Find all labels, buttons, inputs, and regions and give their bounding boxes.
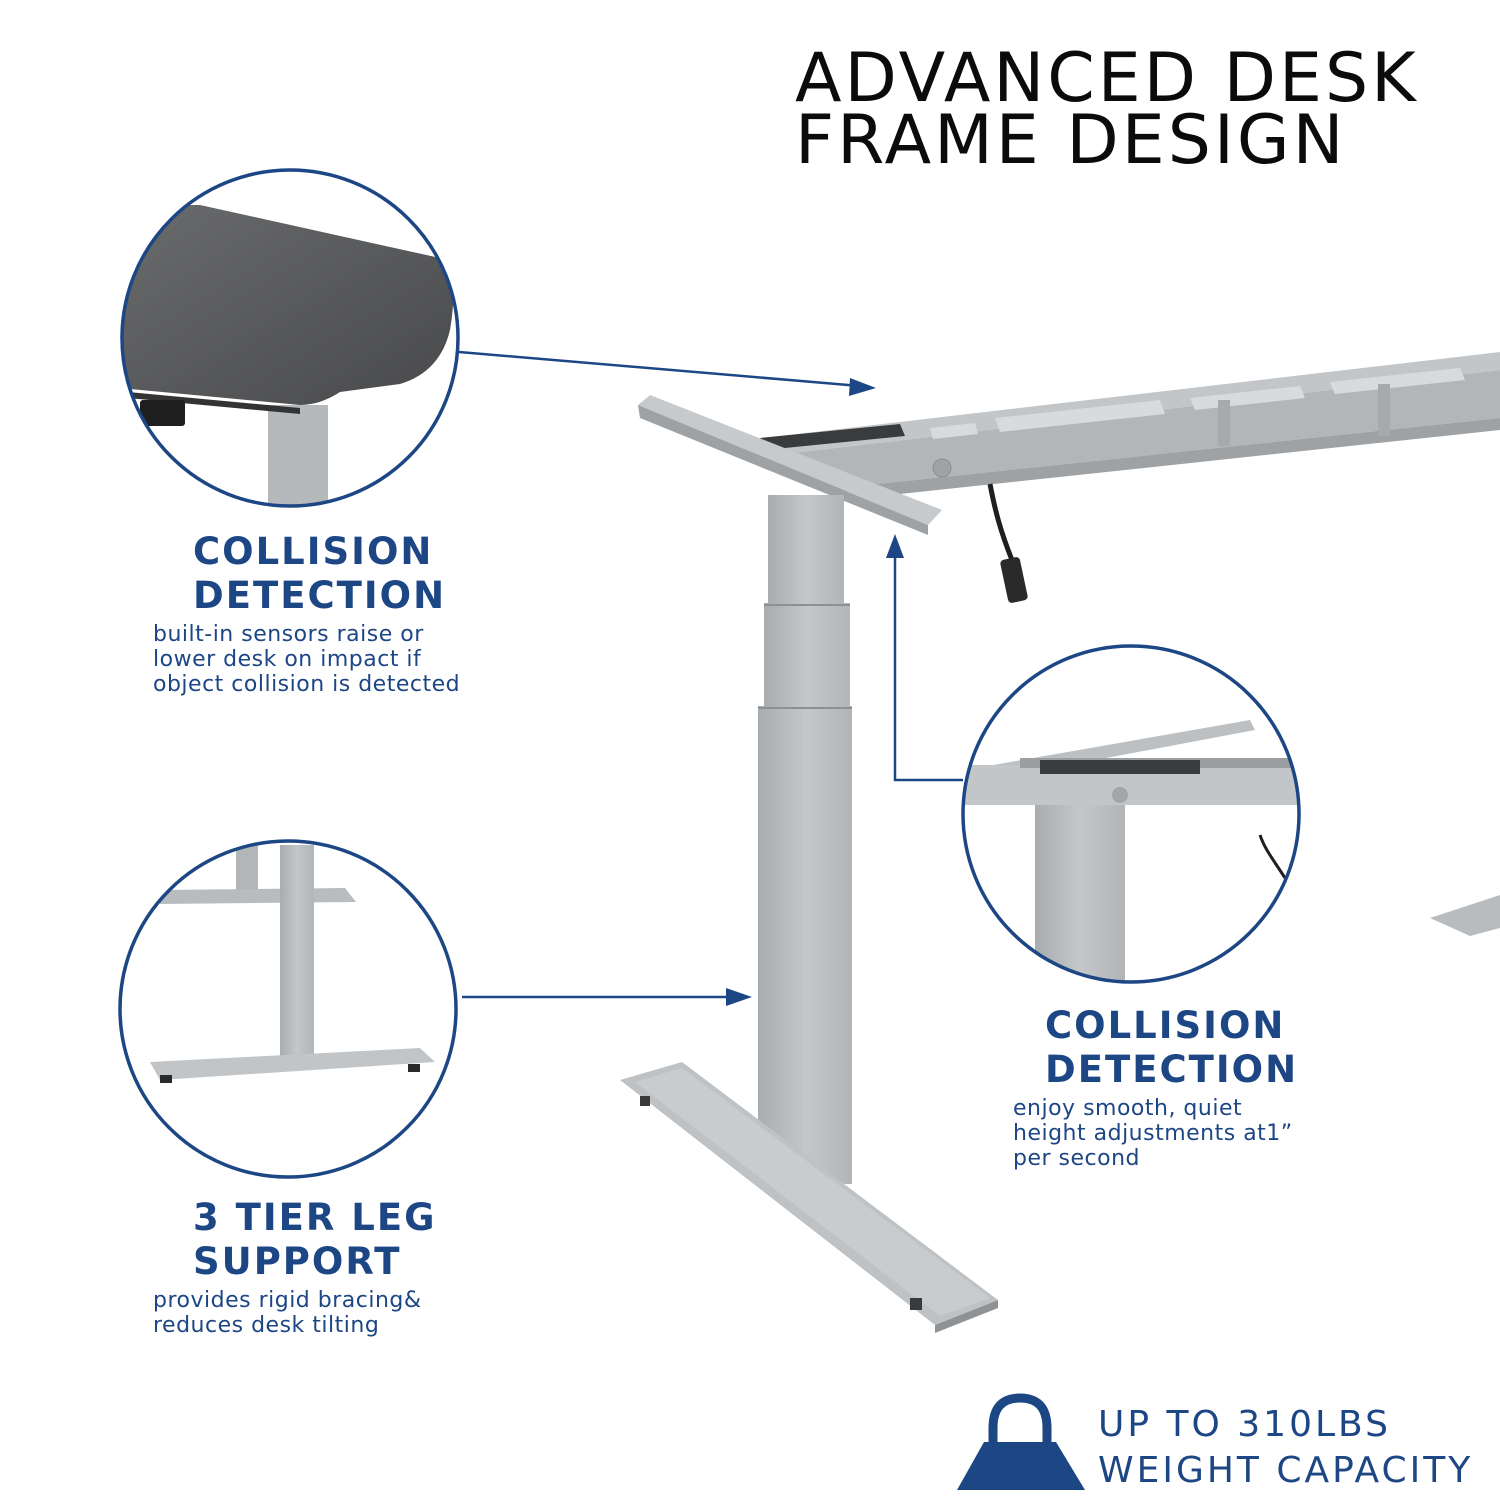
leg-detail-circle [118,839,458,1179]
frame-detail-circle [961,644,1301,984]
feature-heading-line-1: 3 TIER LEG [193,1196,437,1239]
feature-heading-line-2: SUPPORT [193,1240,402,1283]
feature-desc-line: reduces desk tilting [153,1313,380,1338]
feature-desc-line: lower desk on impact if [153,647,422,672]
feature-heading-line-1: COLLISION [1045,1004,1286,1047]
feature-description-1: built-in sensors raise or lower desk on … [153,622,460,697]
feature-heading-line-1: COLLISION [193,530,434,573]
feature-desc-line: per second [1013,1146,1140,1171]
feature-collision-detection-2: COLLISION DETECTION [1045,1004,1298,1092]
feature-description-2: provides rigid bracing& reduces desk til… [153,1288,422,1338]
feature-heading-line-2: DETECTION [193,574,447,617]
weight-line-2: WEIGHT CAPACITY [1098,1450,1474,1491]
desktop-detail-circle [120,168,460,508]
feature-desc-line: height adjustments at1” [1013,1121,1293,1146]
feature-desc-line: enjoy smooth, quiet [1013,1096,1243,1121]
feature-heading-line-2: DETECTION [1045,1048,1299,1091]
weight-kettlebell-icon [957,1393,1085,1490]
feature-description-3: enjoy smooth, quiet height adjustments a… [1013,1096,1293,1171]
feature-desc-line: provides rigid bracing& [153,1288,422,1313]
desk-frame [620,352,1500,1333]
title-line-1: ADVANCED DESK [795,39,1419,118]
feature-collision-detection-1: COLLISION DETECTION [193,530,446,618]
control-panel-icon [140,400,185,426]
feature-leg-support: 3 TIER LEG SUPPORT [193,1196,437,1284]
callout-arrows [458,350,963,1006]
title-line-2: FRAME DESIGN [795,101,1347,180]
page-title: ADVANCED DESK FRAME DESIGN [795,39,1485,180]
weight-capacity-label: UP TO 310LBS WEIGHT CAPACITY [1098,1402,1473,1494]
feature-desc-line: built-in sensors raise or [153,622,424,647]
feature-desc-line: object collision is detected [153,672,461,697]
weight-line-1: UP TO 310LBS [1098,1404,1391,1445]
